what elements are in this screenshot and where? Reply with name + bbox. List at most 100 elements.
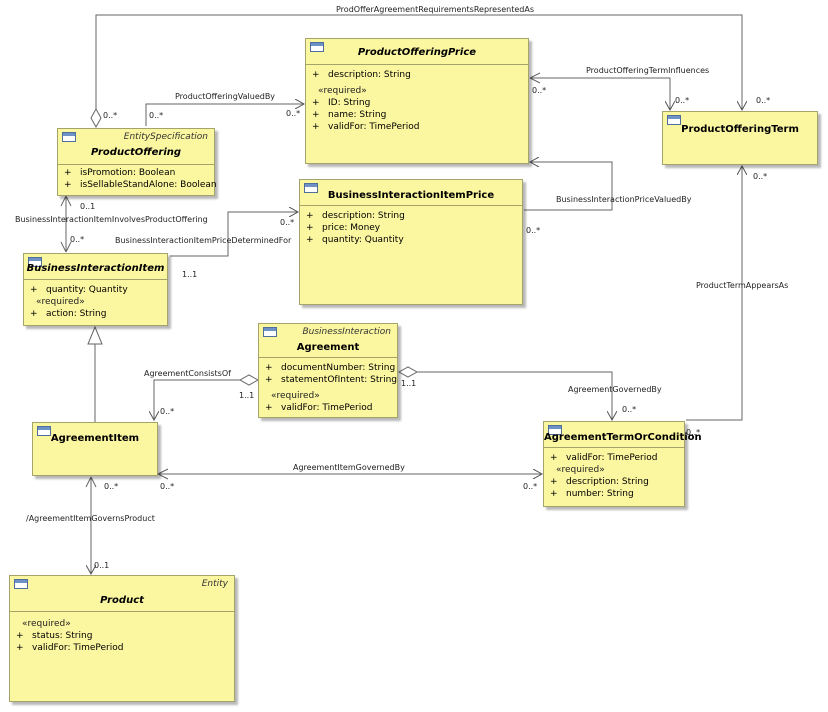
class-name: BusinessInteractionItemPrice	[327, 190, 495, 201]
multiplicity-label: 0..*	[280, 218, 295, 227]
class-header: BusinessInteractionItem	[24, 254, 167, 280]
association-label: ProductOfferingValuedBy	[175, 92, 276, 101]
attribute-row: +action: String	[30, 309, 107, 319]
attribute-list: +description: String +price: Money +quan…	[300, 210, 522, 246]
multiplicity-label: 0..*	[160, 407, 175, 416]
class-icon	[28, 257, 42, 267]
attribute-row: +description: String	[550, 477, 649, 487]
attribute-row: +quantity: Quantity	[30, 285, 128, 295]
attribute-row: +isSellableStandAlone: Boolean	[64, 180, 217, 190]
class-name: AgreementTermOrCondition	[544, 432, 702, 443]
line-product-offering-valued-by	[145, 104, 304, 126]
class-agreement-term-or-condition[interactable]: AgreementTermOrCondition +validFor: Time…	[543, 421, 702, 507]
multiplicity-label: 1..1	[401, 379, 417, 388]
line-agreement-consists-of	[154, 379, 241, 420]
line-agreement-governed-by	[416, 371, 612, 420]
multiplicity-label: 0..*	[756, 96, 771, 105]
class-icon	[304, 183, 318, 193]
attribute-list: +isPromotion: Boolean +isSellableStandAl…	[58, 167, 217, 191]
class-icon	[667, 115, 681, 125]
attribute-row: +status: String	[16, 631, 93, 641]
class-icon	[310, 42, 324, 52]
association-label: BusinessInteractionItemPriceDeterminedFo…	[115, 236, 292, 245]
association-label: BusinessInteractionItemInvolvesProductOf…	[15, 215, 208, 224]
class-name: Agreement	[296, 342, 360, 353]
multiplicity-label: 0..*	[622, 405, 637, 414]
class-header: BusinessInteraction Agreement	[259, 324, 397, 358]
class-header: BusinessInteractionItemPrice	[300, 180, 522, 206]
multiplicity-label: 0..*	[753, 172, 768, 181]
required-marker: «required»	[318, 86, 367, 96]
class-agreement-item[interactable]: AgreementItem	[32, 422, 158, 476]
class-header: ProductOfferingPrice	[306, 39, 528, 65]
attribute-row: +isPromotion: Boolean	[64, 168, 176, 178]
attribute-row: +name: String	[312, 110, 387, 120]
line-bi-price-valued-by	[524, 162, 613, 211]
association-label: AgreementItemGovernedBy	[293, 463, 405, 472]
attribute-list: +quantity: Quantity «required» +action: …	[24, 284, 167, 320]
line-prod-offer-agreement-requirements	[95, 14, 742, 112]
class-business-interaction-item-price[interactable]: BusinessInteractionItemPrice +descriptio…	[299, 179, 523, 305]
class-product-offering[interactable]: EntitySpecification ProductOffering +isP…	[57, 128, 217, 196]
class-name: AgreementItem	[50, 433, 140, 444]
attribute-row: +validFor: TimePeriod	[265, 403, 373, 413]
attribute-row: +statementOfIntent: String	[265, 375, 397, 385]
class-icon	[548, 425, 562, 435]
attribute-row: +validFor: TimePeriod	[312, 122, 420, 132]
required-marker: «required»	[556, 465, 605, 475]
class-header: EntitySpecification ProductOffering	[58, 129, 214, 165]
class-name: ProductOffering	[90, 147, 182, 158]
multiplicity-label: 0..1	[80, 202, 96, 211]
association-label: ProductOfferingTermInfluences	[586, 66, 710, 75]
attribute-row: +description: String	[306, 211, 405, 221]
class-name: BusinessInteractionItem	[26, 263, 165, 274]
multiplicity-label: 0..*	[103, 111, 118, 120]
class-header: AgreementTermOrCondition	[544, 422, 702, 448]
class-product[interactable]: Entity Product «required» +status: Strin…	[9, 575, 235, 702]
class-icon	[62, 132, 76, 142]
association-label: /AgreementItemGovernsProduct	[26, 514, 155, 523]
multiplicity-label: 0..*	[675, 96, 690, 105]
attribute-row: +ID: String	[312, 98, 371, 108]
association-label: ProductTermAppearsAs	[696, 281, 789, 290]
multiplicity-label: 0..1	[94, 561, 110, 570]
class-name: Product	[100, 595, 144, 606]
multiplicity-label: 1..1	[239, 391, 255, 400]
class-agreement[interactable]: BusinessInteraction Agreement +documentN…	[258, 323, 398, 418]
multiplicity-label: 0..*	[70, 235, 85, 244]
class-header: Entity Product	[10, 576, 234, 612]
attribute-list: +validFor: TimePeriod «required» +descri…	[544, 452, 684, 500]
class-business-interaction-item[interactable]: BusinessInteractionItem +quantity: Quant…	[23, 253, 168, 326]
multiplicity-label: 0..*	[532, 86, 547, 95]
required-marker: «required»	[36, 297, 85, 307]
attribute-list: +documentNumber: String +statementOfInte…	[259, 362, 397, 414]
attribute-row: +validFor: TimePeriod	[16, 643, 124, 653]
class-name: ProductOfferingPrice	[357, 47, 477, 58]
stereotype-label: EntitySpecification	[123, 132, 208, 142]
multiplicity-label: 1..1	[182, 270, 198, 279]
class-icon	[37, 426, 51, 436]
required-marker: «required»	[271, 391, 320, 401]
attribute-row: +description: String	[312, 70, 411, 80]
multiplicity-label: 0..*	[160, 482, 175, 491]
multiplicity-label: 0..*	[286, 109, 301, 118]
class-header: AgreementItem	[33, 423, 157, 475]
class-product-offering-price[interactable]: ProductOfferingPrice +description: Strin…	[305, 38, 529, 164]
multiplicity-label: 0..*	[686, 428, 701, 437]
stereotype-label: Entity	[201, 579, 228, 589]
multiplicity-label: 0..*	[526, 226, 541, 235]
line-product-term-appears-as	[686, 166, 742, 421]
attribute-row: +number: String	[550, 489, 634, 499]
class-header: ProductOfferingTerm	[663, 112, 817, 164]
multiplicity-label: 0..*	[104, 482, 119, 491]
association-label: AgreementGovernedBy	[568, 385, 662, 394]
stereotype-label: BusinessInteraction	[302, 327, 391, 337]
required-marker: «required»	[22, 619, 71, 629]
attribute-row: +validFor: TimePeriod	[550, 453, 658, 463]
line-product-offering-term-influences	[530, 77, 670, 110]
attribute-row: +quantity: Quantity	[306, 235, 404, 245]
class-product-offering-term[interactable]: ProductOfferingTerm	[662, 111, 818, 165]
multiplicity-label: 0..*	[523, 482, 538, 491]
